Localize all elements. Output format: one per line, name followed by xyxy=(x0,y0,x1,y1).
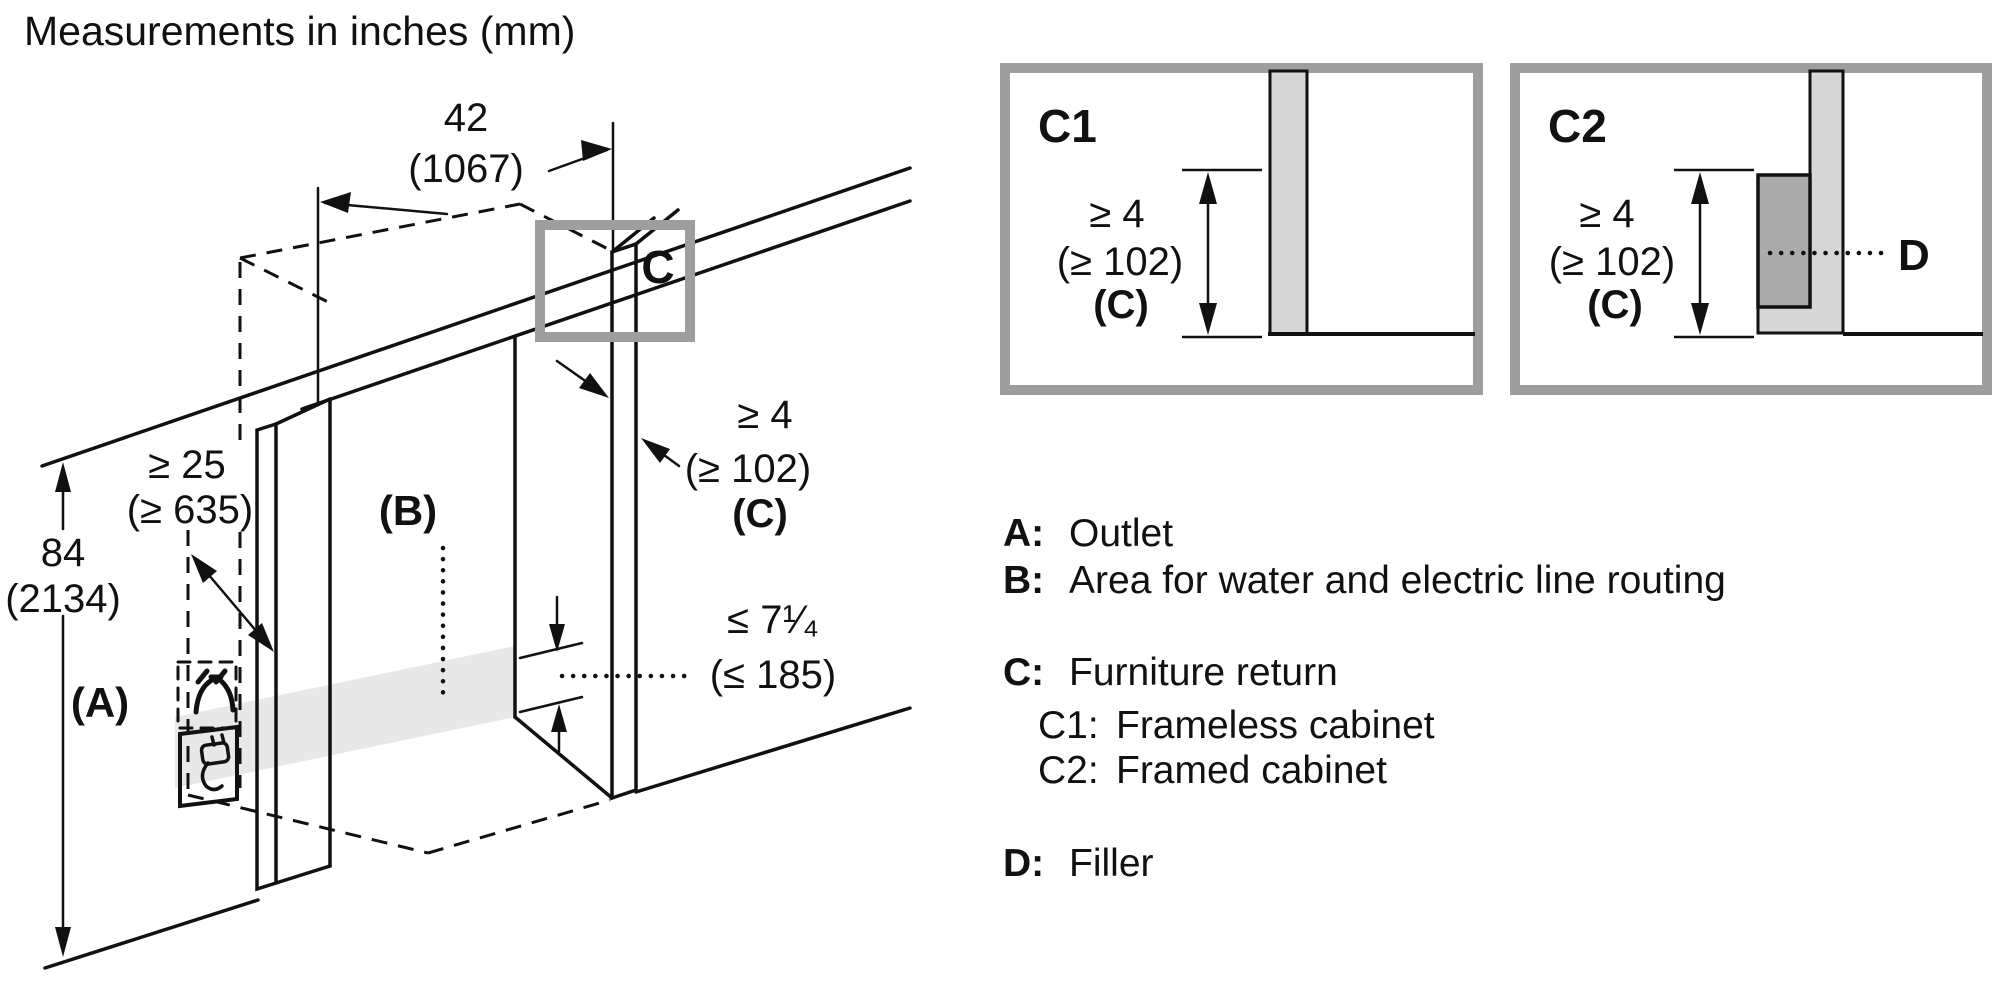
callout-c-label: C xyxy=(641,241,674,293)
legend-text-c1: Frameless cabinet xyxy=(1116,704,1435,747)
dim-width-in: 42 xyxy=(444,96,489,140)
legend-row-outlet: A: Outlet xyxy=(1003,512,1174,556)
main-dimension-texts: 42 (1067) 84 (2134) ≥ 25 (≥ 635) ≥ 4 (≥ … xyxy=(5,96,836,726)
legend-text-d: Filler xyxy=(1069,842,1154,885)
niche-header-edge xyxy=(300,199,912,411)
dim-height-mm: (2134) xyxy=(5,577,121,621)
right-panel-front xyxy=(610,241,638,801)
power-plug-icon xyxy=(199,733,231,792)
dim-depth-mm: (≥ 635) xyxy=(127,488,253,532)
c1-texts: ≥ 4 (≥ 102) (C) xyxy=(1057,192,1183,327)
arrow-width-left xyxy=(320,192,351,213)
page-title: Measurements in inches (mm) xyxy=(24,8,576,54)
niche-back-top-edge xyxy=(239,202,521,260)
niche-top-left-slant xyxy=(239,256,331,305)
c2-arrow-up xyxy=(1691,172,1709,204)
arrow-depth-lower xyxy=(248,623,274,652)
arrow-return-b xyxy=(641,438,670,463)
floor-edge-left xyxy=(43,898,260,970)
legend-row-filler: D: Filler xyxy=(1003,842,1154,886)
legend-text-b: Area for water and electric line routing xyxy=(1069,559,1726,602)
dim-return-mm: (≥ 102) xyxy=(685,447,811,491)
dim-width-mm: (1067) xyxy=(408,147,524,191)
niche-hidden-lines xyxy=(186,202,611,855)
detail-box-c1: C1 ≥ 4 (≥ 102) (C) xyxy=(1000,63,1483,395)
opening-inner-bottom-slant xyxy=(513,715,614,800)
c1-arrow-up xyxy=(1199,172,1217,204)
detail-box-c2: C2 ≥ 4 (≥ 102) (C) D xyxy=(1510,63,1992,395)
callout-c-box xyxy=(535,220,695,342)
band-tick-bottom xyxy=(518,695,584,714)
dimension-lines xyxy=(61,121,681,952)
dim-band-mm: (≤ 185) xyxy=(710,653,836,697)
c2-filler-label: D xyxy=(1898,231,1930,280)
left-panel-front xyxy=(255,421,278,892)
outlet-label: (A) xyxy=(71,679,129,726)
routing-area-band xyxy=(175,646,515,788)
arrow-band-up xyxy=(551,704,567,732)
wall-top-edge xyxy=(40,166,912,468)
arrowheads xyxy=(55,140,670,957)
dim-return-ref: (C) xyxy=(732,492,788,536)
legend-key-c2: C2: xyxy=(1038,749,1099,792)
c1-border xyxy=(1000,63,1483,395)
c1-arrow-down xyxy=(1199,303,1217,335)
niche-structure-lines xyxy=(40,166,912,970)
power-outlet-box xyxy=(178,724,239,809)
arrow-width-right xyxy=(581,140,612,161)
water-tap-box xyxy=(176,660,238,730)
c2-texts: ≥ 4 (≥ 102) (C) xyxy=(1549,192,1675,327)
legend-key-c1: C1: xyxy=(1038,704,1099,747)
c2-title: C2 xyxy=(1548,100,1607,152)
routing-label: (B) xyxy=(379,487,437,534)
left-panel-side-bottom xyxy=(274,864,332,885)
arrow-depth-upper xyxy=(191,554,217,583)
c2-dim-ref: (C) xyxy=(1587,283,1643,327)
c1-dim-ref: (C) xyxy=(1093,283,1149,327)
legend-row-frameless-cabinet: C1: Frameless cabinet xyxy=(1038,704,1435,748)
legend-key-c: C: xyxy=(1003,651,1045,694)
legend-key-a: A: xyxy=(1003,512,1045,555)
outlet-icons xyxy=(176,660,239,809)
dim-return-in: ≥ 4 xyxy=(737,393,792,437)
dim-height-in: 84 xyxy=(41,531,86,575)
dim-band-in: ≤ 7¹⁄₄ xyxy=(727,598,819,642)
niche-floor-right-edge xyxy=(427,798,611,855)
niche-floor-left-edge xyxy=(187,793,429,855)
arrow-band-down xyxy=(549,624,565,652)
legend-row-furniture-return: C: Furniture return xyxy=(1003,651,1338,695)
c1-title: C1 xyxy=(1038,100,1097,152)
floor-edge-right xyxy=(634,706,912,794)
c2-arrow-down xyxy=(1691,303,1709,335)
arrow-height-down xyxy=(55,927,71,957)
dim-depth-in: ≥ 25 xyxy=(148,443,226,487)
legend-key-b: B: xyxy=(1003,559,1045,602)
c1-dim-mm: (≥ 102) xyxy=(1057,240,1183,284)
legend-text-c2: Framed cabinet xyxy=(1116,749,1387,792)
c2-dim-in: ≥ 4 xyxy=(1579,192,1634,236)
dotted-leaders xyxy=(440,545,691,703)
legend-row-routing: B: Area for water and electric line rout… xyxy=(1003,559,1726,603)
c1-dim-in: ≥ 4 xyxy=(1089,192,1144,236)
legend-text-c: Furniture return xyxy=(1069,651,1338,694)
c1-cabinet-side-panel xyxy=(1268,69,1309,336)
legend-key-d: D: xyxy=(1003,842,1045,885)
left-panel-side-top xyxy=(274,397,332,426)
c2-filler-block xyxy=(1756,173,1812,309)
c2-dim-mm: (≥ 102) xyxy=(1549,240,1675,284)
legend-text-a: Outlet xyxy=(1069,512,1174,555)
niche-top-right-slant xyxy=(519,202,611,252)
arrow-return-a xyxy=(579,373,609,398)
arrow-height-up xyxy=(55,462,71,492)
band-tick-top xyxy=(518,641,584,660)
water-tap-icon xyxy=(193,668,236,715)
legend-row-framed-cabinet: C2: Framed cabinet xyxy=(1038,749,1387,793)
